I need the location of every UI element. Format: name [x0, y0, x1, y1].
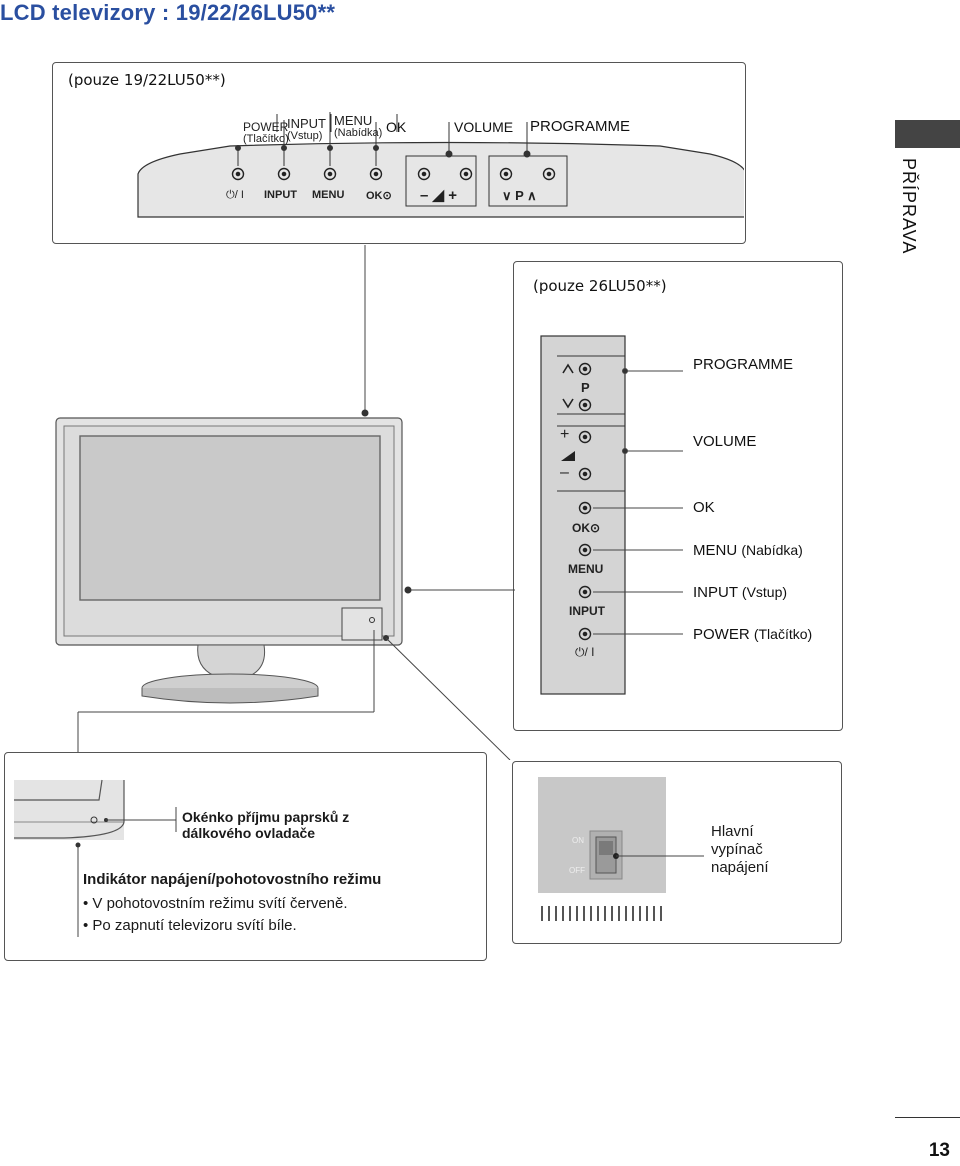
remote-window-label: Okénko příjmu paprsků z dálkového ovlada… [182, 809, 350, 841]
section-tab-marker [895, 120, 960, 148]
side-panel-note: (pouze 26LU50**) [533, 277, 667, 295]
indicator-bullet-2: • Po zapnutí televizoru svítí bíle. [83, 917, 297, 934]
top-label-menu: MENU (Nabídka) [334, 113, 383, 139]
side-input-button[interactable]: INPUT [569, 604, 605, 618]
switch-off-label: OFF [569, 866, 585, 875]
indicator-title: Indikátor napájení/pohotovostního režimu [83, 871, 382, 888]
side-label-power: POWER (Tlačítko) [693, 626, 813, 643]
top-volume-buttons[interactable]: – ◢ + [420, 187, 457, 204]
top-power-button[interactable]: ⏻/ I [226, 189, 244, 201]
page-number: 13 [928, 1140, 950, 1161]
top-panel-drawing [137, 112, 744, 218]
sensor-panel-drawing [14, 779, 177, 937]
side-label-volume: VOLUME [693, 433, 757, 450]
side-label-ok: OK [693, 499, 715, 516]
section-tab-label: PŘÍPRAVA [899, 158, 919, 255]
indicator-bullet-1: • V pohotovostním režimu svítí červeně. [83, 895, 348, 912]
switch-on-label: ON [572, 836, 584, 845]
side-ok-button[interactable]: OK⊙ [572, 521, 601, 535]
side-power-button[interactable]: ⏻/ I [575, 645, 595, 659]
top-label-volume: VOLUME [454, 119, 514, 135]
side-p-caption: P [581, 380, 590, 395]
main-power-switch[interactable] [595, 838, 625, 880]
page-number-rule [895, 1117, 960, 1118]
top-panel-note: (pouze 19/22LU50**) [68, 71, 226, 89]
side-label-input: INPUT (Vstup) [693, 584, 788, 601]
side-label-programme: PROGRAMME [693, 356, 794, 373]
page-title: LCD televizory : 19/22/26LU50** [0, 0, 336, 25]
side-menu-button[interactable]: MENU [568, 562, 604, 576]
top-label-ok: OK [386, 119, 407, 135]
side-minus-caption: – [560, 464, 569, 481]
switch-panel-drawing [538, 777, 704, 921]
top-label-programme: PROGRAMME [530, 118, 631, 135]
top-ok-button[interactable]: OK⊙ [366, 190, 392, 202]
top-programme-buttons[interactable]: ∨ P ∧ [502, 188, 537, 203]
side-panel-drawing [540, 335, 683, 695]
side-label-menu: MENU (Nabídka) [693, 542, 803, 559]
top-menu-button[interactable]: MENU [312, 189, 345, 201]
top-label-input: INPUT (Vstup) [287, 116, 326, 142]
side-plus-caption: + [560, 426, 570, 443]
tv-illustration [55, 245, 515, 760]
main-switch-label: Hlavní vypínač napájení [711, 823, 769, 876]
top-input-button[interactable]: INPUT [264, 189, 297, 201]
top-label-power: POWER (Tlačítko) [243, 120, 289, 145]
